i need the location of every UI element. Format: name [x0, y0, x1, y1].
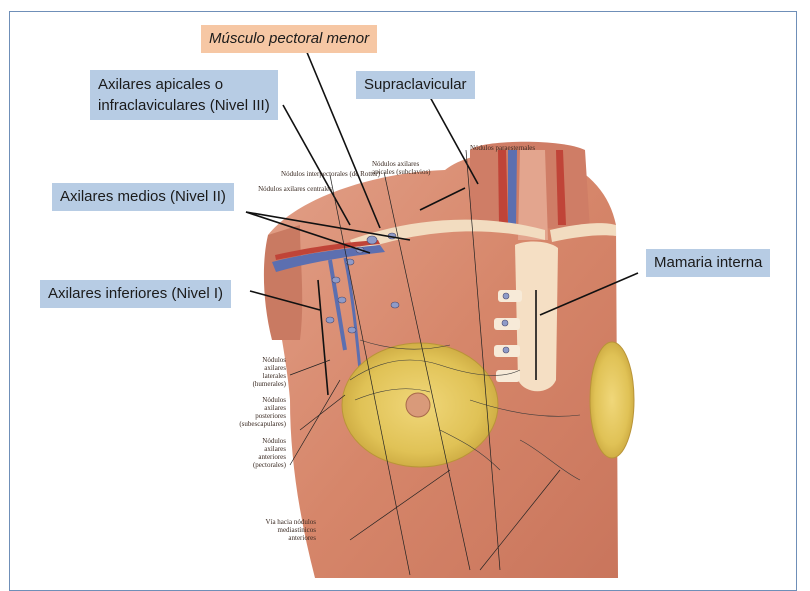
right-breast	[590, 342, 634, 458]
jugular	[508, 150, 517, 228]
label-axilares-medios: Axilares medios (Nivel II)	[52, 183, 234, 211]
atlas-label-paraesternales: Nódulos paraesternales	[470, 144, 535, 152]
label-axilares-apicales: Axilares apicales o infraclaviculares (N…	[90, 70, 278, 120]
atlas-label-interpectorales: Nódulos interpectorales (de Rotter)	[250, 170, 380, 178]
label-mamaria-interna: Mamaria interna	[646, 249, 770, 277]
atlas-label-centrales: Nódulos axilares centrales	[250, 185, 332, 193]
label-musculo-pectoral-menor: Músculo pectoral menor	[201, 25, 377, 53]
left-nipple	[406, 393, 430, 417]
label-supraclavicular: Supraclavicular	[356, 71, 475, 99]
label-axilares-inferiores: Axilares inferiores (Nivel I)	[40, 280, 231, 308]
arm-muscle	[264, 225, 302, 340]
